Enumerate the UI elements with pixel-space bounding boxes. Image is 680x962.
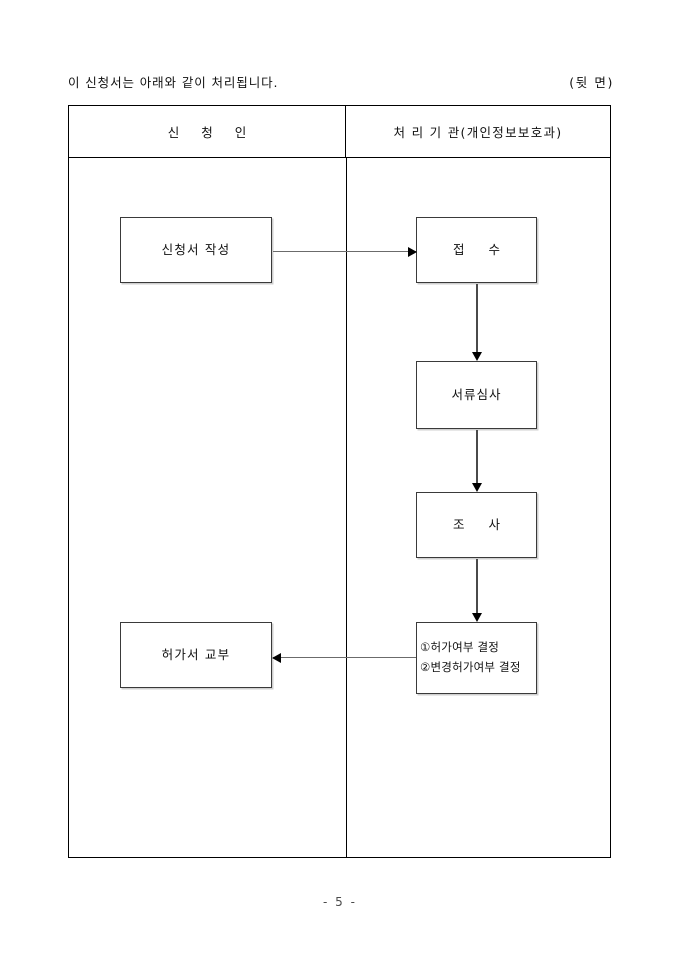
side-note: (뒷 면) — [569, 75, 614, 90]
flow-node-document-review: 서류심사 — [416, 361, 537, 429]
column-divider — [346, 158, 348, 857]
arrow-down-icon-inspect-to-decide — [472, 559, 481, 622]
column-header-agency: 처 리 기 관(개인정보보호과) — [393, 125, 563, 140]
arrow-down-icon-receipt-to-review — [472, 284, 481, 361]
flow-node-application-form: 신청서 작성 — [120, 217, 272, 283]
arrow-right-icon-apply-to-receipt — [273, 245, 417, 260]
flow-node-permit-issuance: 허가서 교부 — [120, 622, 272, 688]
intro-text: 이 신청서는 아래와 같이 처리됩니다. — [68, 75, 279, 90]
page-number: - 5 - — [323, 895, 357, 909]
intro-line: 이 신청서는 아래와 같이 처리됩니다. (뒷 면) — [68, 72, 614, 91]
arrow-left-icon-decide-to-issue — [272, 651, 416, 666]
decision-line-1: ①허가여부 결정 — [420, 640, 500, 655]
column-header-applicant: 신 청 인 — [69, 106, 346, 157]
flow-node-receipt: 접 수 — [416, 217, 537, 283]
flow-node-decision: ①허가여부 결정 ②변경허가여부 결정 — [416, 622, 537, 694]
decision-text-lines: ①허가여부 결정 ②변경허가여부 결정 — [420, 638, 521, 677]
flowchart-table: 신 청 인 처 리 기 관(개인정보보호과) 신청서 작성 허가서 교부 접 수… — [68, 105, 611, 858]
decision-line-2: ②변경허가여부 결정 — [420, 660, 521, 674]
table-header-row: 신 청 인 처 리 기 관(개인정보보호과) — [69, 106, 610, 158]
flow-node-investigation: 조 사 — [416, 492, 537, 558]
arrow-down-icon-review-to-inspect — [472, 430, 481, 492]
